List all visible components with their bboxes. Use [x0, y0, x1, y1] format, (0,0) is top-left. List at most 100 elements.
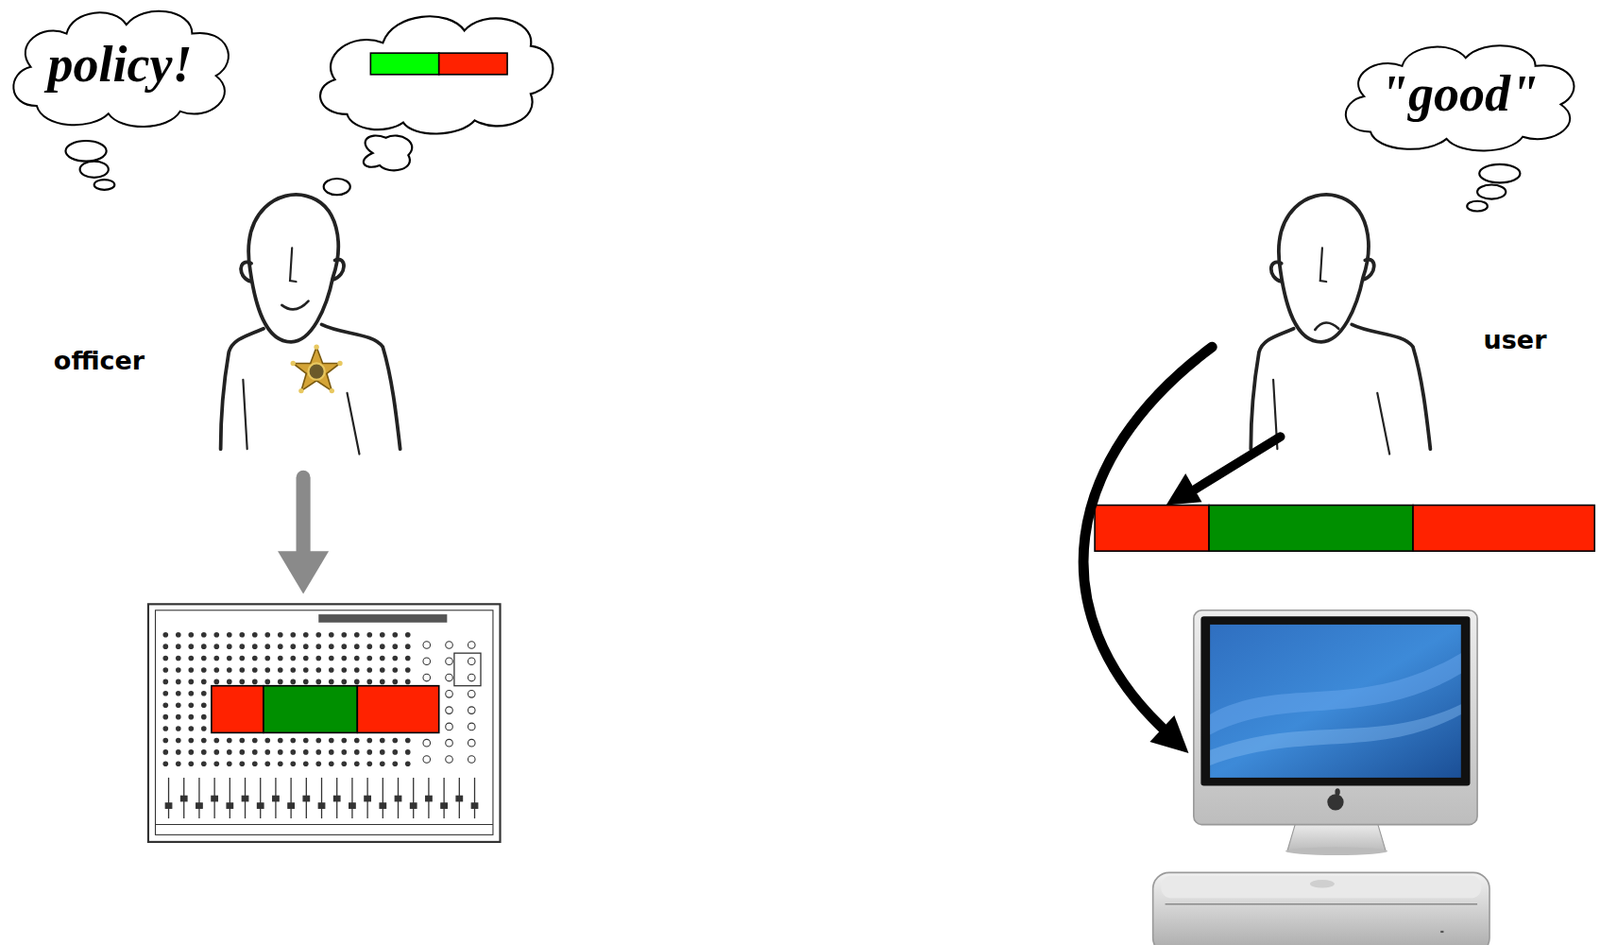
knob	[366, 655, 373, 662]
fader-cap	[364, 795, 371, 800]
knob	[252, 761, 258, 767]
knob	[238, 679, 245, 685]
knob	[315, 748, 322, 755]
knob	[264, 666, 271, 673]
knob	[445, 738, 454, 747]
knob	[445, 722, 454, 731]
knob	[187, 666, 194, 673]
knob	[264, 737, 271, 744]
knob	[467, 722, 476, 731]
knob	[175, 666, 182, 673]
knob	[366, 631, 373, 638]
fader	[289, 777, 291, 818]
fader-cap	[165, 802, 171, 808]
knob	[303, 643, 309, 649]
knob	[354, 643, 360, 649]
fader	[442, 777, 444, 818]
knob	[277, 666, 284, 673]
mixer-bar	[211, 685, 440, 733]
fader-cap	[180, 795, 187, 800]
knob	[366, 666, 373, 673]
fader	[229, 777, 231, 818]
knob	[175, 631, 182, 638]
fader	[259, 777, 261, 818]
knob	[238, 761, 245, 767]
knob	[328, 761, 335, 767]
fader-cap	[471, 802, 477, 808]
knob	[201, 690, 207, 697]
thought-cloud: "good"	[1337, 39, 1582, 155]
knob	[252, 631, 258, 638]
sheriff-badge	[290, 343, 343, 393]
knob	[201, 701, 207, 708]
knob	[289, 748, 296, 755]
figure-label: officer	[53, 345, 145, 375]
knob	[445, 641, 454, 649]
knob	[226, 679, 233, 685]
knob	[391, 643, 398, 649]
knob	[289, 666, 296, 673]
fader-cap	[425, 795, 432, 800]
knob	[162, 761, 169, 767]
knob	[238, 655, 245, 662]
knob	[405, 666, 411, 673]
knob	[340, 679, 347, 685]
knob	[213, 666, 220, 673]
knob	[201, 631, 207, 638]
knob	[252, 737, 258, 744]
knob	[289, 631, 296, 638]
knob	[405, 748, 411, 755]
knob	[445, 673, 454, 681]
knob	[238, 748, 245, 755]
thought-text: "good"	[1379, 64, 1539, 123]
knob	[315, 643, 322, 649]
knob	[252, 666, 258, 673]
figure-label: user	[1483, 324, 1548, 355]
knob	[238, 631, 245, 638]
knob	[201, 748, 207, 755]
knob	[277, 655, 284, 662]
knob	[340, 748, 347, 755]
knob	[328, 748, 335, 755]
knob	[303, 679, 309, 685]
knob	[340, 761, 347, 767]
knob	[238, 643, 245, 649]
knob	[264, 631, 271, 638]
knob	[445, 657, 454, 665]
knob	[289, 761, 296, 767]
knob	[423, 673, 431, 681]
knob	[405, 761, 411, 767]
knob	[354, 655, 360, 662]
knob	[226, 655, 233, 662]
knob	[405, 737, 411, 744]
knob	[201, 761, 207, 767]
knob	[328, 643, 335, 649]
knob	[162, 725, 169, 732]
knob	[315, 761, 322, 767]
knob	[187, 655, 194, 662]
knob	[354, 748, 360, 755]
knob	[201, 666, 207, 673]
knob	[162, 666, 169, 673]
knob	[328, 631, 335, 638]
knob	[391, 748, 398, 755]
knob	[340, 643, 347, 649]
knob	[252, 679, 258, 685]
knob	[162, 655, 169, 662]
knob	[303, 631, 309, 638]
knob	[162, 748, 169, 755]
fader-cap	[409, 802, 416, 808]
knob	[391, 666, 398, 673]
knob	[379, 655, 386, 662]
fader	[198, 777, 200, 818]
knob	[201, 737, 207, 744]
knob	[423, 755, 431, 764]
knob	[391, 761, 398, 767]
knob	[277, 737, 284, 744]
knob	[238, 666, 245, 673]
knob	[405, 679, 411, 685]
knob	[264, 655, 271, 662]
fader-cap	[303, 795, 309, 800]
